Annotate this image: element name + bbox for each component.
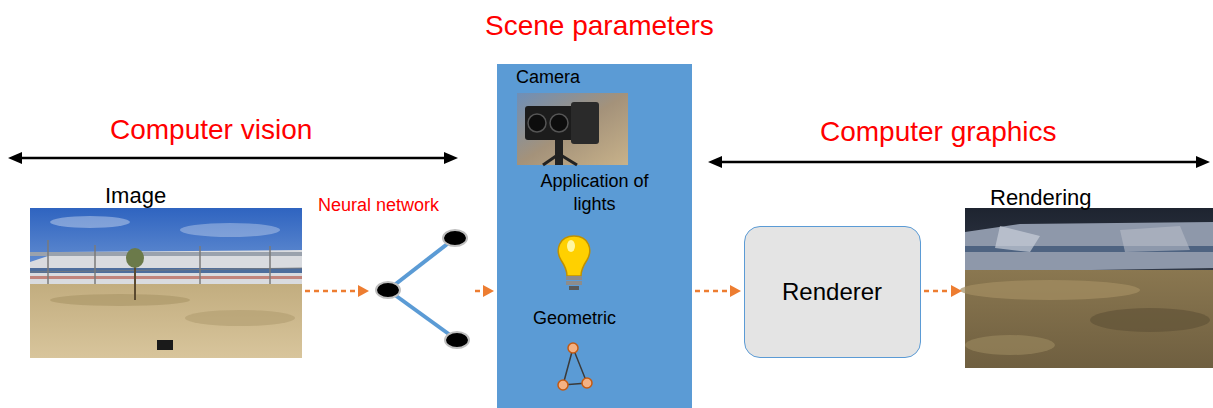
input-photo — [30, 208, 302, 358]
lights-label: Application of lights — [517, 170, 672, 215]
network-label: Neural network — [318, 195, 439, 216]
flow-arrow — [695, 285, 741, 297]
camera-photo — [517, 93, 628, 165]
panel-heading: Scene parameters — [485, 10, 704, 42]
region-label: Computer graphics — [820, 116, 1057, 148]
flow-arrow — [924, 285, 962, 297]
neural-network: Neural network — [372, 225, 472, 355]
geometry-triangle — [558, 343, 592, 390]
process-label: Renderer — [782, 278, 882, 306]
camera-label: Camera — [516, 67, 580, 88]
rendered-image: Rendering — [965, 185, 1213, 370]
node-heading: Rendering — [990, 185, 1092, 211]
flow-arrow — [475, 285, 494, 297]
neural-network-icon — [372, 225, 472, 355]
flow-arrow — [305, 285, 369, 297]
rendered-photo — [960, 208, 1213, 368]
region-label: Computer vision — [110, 114, 312, 146]
parameter-panel: Scene parametersCameraApplication of lig… — [497, 64, 692, 408]
input-image: Image — [30, 183, 302, 360]
renderer-box: Renderer — [744, 226, 921, 358]
light-bulb — [558, 236, 589, 290]
node-heading: Image — [105, 183, 166, 209]
geometry-label: Geometric — [497, 308, 652, 329]
scene-icons — [497, 64, 692, 408]
